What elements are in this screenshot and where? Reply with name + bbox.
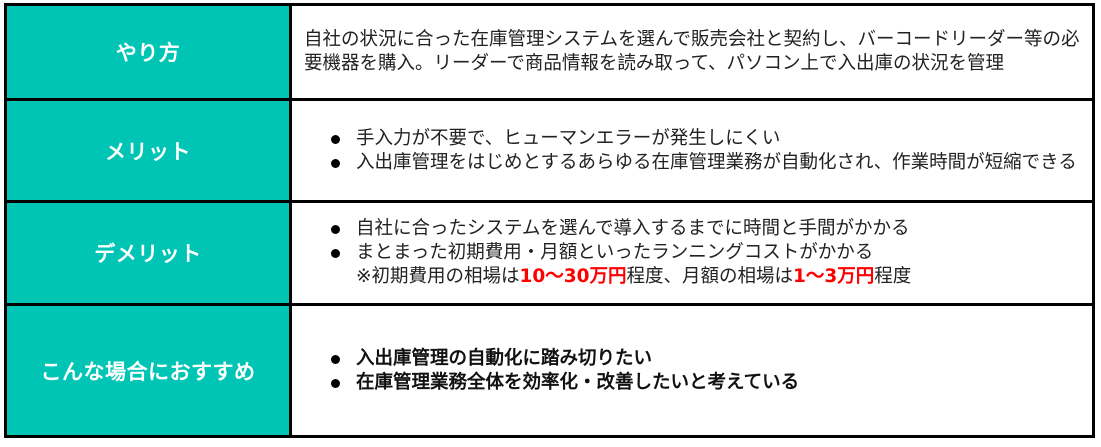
bullet-icon bbox=[331, 249, 340, 258]
list-item: 入出庫管理をはじめとするあらゆる在庫管理業務が自動化され、作業時間が短縮できる bbox=[331, 151, 1080, 175]
row-body-demerits: 自社に合ったシステムを選んで導入するまでに時間と手間がかかる まとまった初期費用… bbox=[289, 200, 1095, 306]
method-description: 自社の状況に合った在庫管理システムを選んで販売会社と契約し、バーコードリーダー等… bbox=[304, 29, 1080, 74]
list-item: 手入力が不要で、ヒューマンエラーが発生しにくい bbox=[331, 127, 1080, 151]
row-demerits: デメリット 自社に合ったシステムを選んで導入するまでに時間と手間がかかる まとま… bbox=[4, 200, 1095, 306]
bullet-icon bbox=[331, 134, 340, 144]
merits-list: 手入力が不要で、ヒューマンエラーが発生しにくい 入出庫管理をはじめとするあらゆる… bbox=[292, 127, 1092, 175]
row-body-method: 自社の状況に合った在庫管理システムを選んで販売会社と契約し、バーコードリーダー等… bbox=[289, 3, 1095, 101]
row-body-recommended: 入出庫管理の自動化に踏み切りたい 在庫管理業務全体を効率化・改善したいと考えてい… bbox=[289, 303, 1095, 438]
row-header-demerits: デメリット bbox=[4, 200, 292, 306]
cost-note: ※初期費用の相場は10〜30万円程度、月額の相場は1〜3万円程度 bbox=[356, 266, 912, 287]
bullet-icon bbox=[331, 158, 340, 168]
recommended-list: 入出庫管理の自動化に踏み切りたい 在庫管理業務全体を効率化・改善したいと考えてい… bbox=[292, 347, 1092, 395]
row-merits: メリット 手入力が不要で、ヒューマンエラーが発生しにくい 入出庫管理をはじめとす… bbox=[4, 98, 1095, 203]
bullet-icon bbox=[331, 225, 340, 234]
row-header-merits: メリット bbox=[4, 98, 292, 203]
row-method: やり方 自社の状況に合った在庫管理システムを選んで販売会社と契約し、バーコードリ… bbox=[4, 3, 1095, 101]
bullet-icon bbox=[331, 378, 340, 388]
list-item: 在庫管理業務全体を効率化・改善したいと考えている bbox=[331, 371, 1080, 395]
row-header-recommended: こんな場合におすすめ bbox=[4, 303, 292, 438]
list-item: まとまった初期費用・月額といったランニングコストがかかる bbox=[331, 241, 1080, 265]
row-recommended: こんな場合におすすめ 入出庫管理の自動化に踏み切りたい 在庫管理業務全体を効率化… bbox=[4, 303, 1095, 438]
initial-cost-highlight: 10〜30万円 bbox=[519, 266, 627, 287]
row-body-merits: 手入力が不要で、ヒューマンエラーが発生しにくい 入出庫管理をはじめとするあらゆる… bbox=[289, 98, 1095, 203]
monthly-cost-highlight: 1〜3万円 bbox=[793, 266, 875, 287]
list-item: 入出庫管理の自動化に踏み切りたい bbox=[331, 347, 1080, 371]
list-item: 自社に合ったシステムを選んで導入するまでに時間と手間がかかる bbox=[331, 217, 1080, 241]
row-header-method: やり方 bbox=[4, 3, 292, 101]
inventory-method-table: やり方 自社の状況に合った在庫管理システムを選んで販売会社と契約し、バーコードリ… bbox=[4, 3, 1095, 438]
bullet-icon bbox=[331, 354, 340, 364]
demerits-list: 自社に合ったシステムを選んで導入するまでに時間と手間がかかる まとまった初期費用… bbox=[292, 217, 1092, 289]
